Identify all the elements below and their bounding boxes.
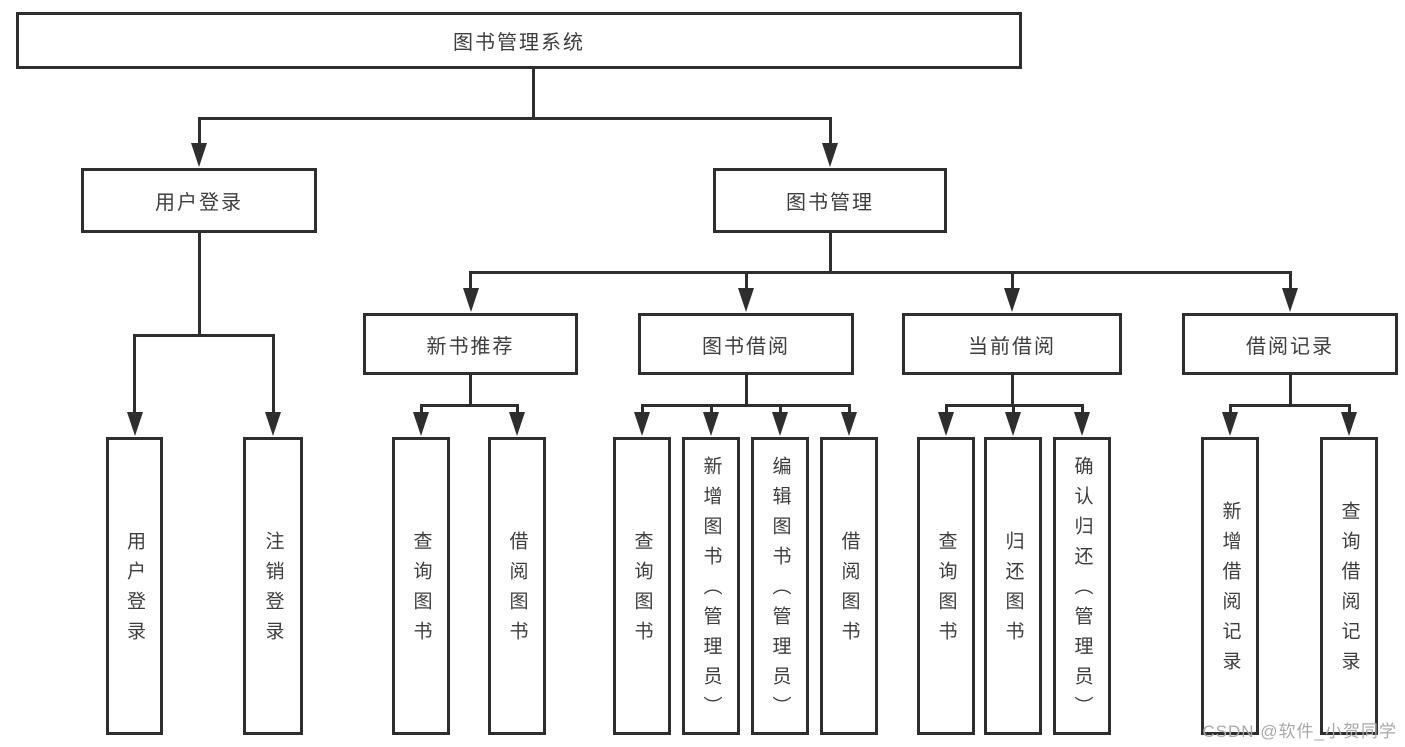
connector-line xyxy=(133,335,136,413)
leaf-query-borrow-record-label: 查询借阅记录 xyxy=(1338,501,1360,681)
connector-line xyxy=(640,405,644,414)
arrow-down-icon xyxy=(1222,412,1238,436)
leaf-add-book-admin-label: 新增图书（管理员） xyxy=(700,456,722,726)
connector-line xyxy=(469,272,472,290)
leaf-logout-label: 注销登录 xyxy=(262,531,284,651)
arrow-down-icon xyxy=(509,412,525,436)
arrow-down-icon xyxy=(772,412,788,436)
connector-line xyxy=(133,333,275,337)
arrow-down-icon xyxy=(462,288,479,312)
node-new-book-recommend-label: 新书推荐 xyxy=(426,335,515,358)
connector-line xyxy=(847,405,851,414)
arrow-down-icon xyxy=(1341,412,1357,436)
leaf-query-borrow-record: 查询借阅记录 xyxy=(1320,437,1378,735)
connector-line xyxy=(744,375,748,405)
watermark: CSDN @软件_小贺同学 xyxy=(1202,722,1397,741)
connector-line xyxy=(744,272,748,290)
arrow-down-icon xyxy=(1004,288,1020,312)
leaf-add-borrow-record: 新增借阅记录 xyxy=(1201,437,1259,735)
arrow-down-icon xyxy=(938,412,954,436)
node-book-borrow-label: 图书借阅 xyxy=(702,335,790,358)
arrow-down-icon xyxy=(126,412,143,436)
leaf-return-book-label: 归还图书 xyxy=(1002,531,1024,651)
leaf-add-book-admin: 新增图书（管理员） xyxy=(682,437,740,735)
node-current-borrow-label: 当前借阅 xyxy=(968,335,1056,358)
leaf-add-borrow-record-label: 新增借阅记录 xyxy=(1219,501,1241,681)
connector-line xyxy=(197,116,832,120)
connector-line xyxy=(1011,405,1015,414)
connector-line xyxy=(419,403,519,407)
node-root: 图书管理系统 xyxy=(16,12,1022,69)
node-user-login-label: 用户登录 xyxy=(155,192,243,214)
leaf-edit-book-admin-label: 编辑图书（管理员） xyxy=(769,456,791,726)
node-borrow-records: 借阅记录 xyxy=(1182,313,1398,375)
leaf-query-books-3-label: 查询图书 xyxy=(935,531,957,651)
arrow-down-icon xyxy=(841,412,857,436)
arrow-down-icon xyxy=(191,143,207,167)
connector-line xyxy=(828,233,832,272)
node-borrow-records-label: 借阅记录 xyxy=(1246,335,1334,358)
connector-line xyxy=(709,405,713,414)
leaf-edit-book-admin: 编辑图书（管理员） xyxy=(751,437,809,735)
leaf-query-books-1: 查询图书 xyxy=(392,437,450,735)
connector-line xyxy=(640,403,851,407)
arrow-down-icon xyxy=(738,288,754,312)
leaf-user-login: 用户登录 xyxy=(106,437,163,735)
connector-line xyxy=(1228,405,1232,414)
connector-line xyxy=(1010,272,1014,290)
node-book-borrow: 图书借阅 xyxy=(638,313,854,375)
arrow-down-icon xyxy=(703,412,719,436)
arrow-down-icon xyxy=(265,412,281,436)
connector-line xyxy=(531,69,535,118)
connector-line xyxy=(828,118,832,146)
leaf-query-books-2: 查询图书 xyxy=(613,437,671,735)
leaf-query-books-2-label: 查询图书 xyxy=(631,531,653,651)
connector-line xyxy=(1080,405,1084,414)
connector-line xyxy=(1288,272,1292,290)
connector-line xyxy=(1228,403,1351,407)
leaf-user-login-label: 用户登录 xyxy=(124,531,145,651)
connector-line xyxy=(1010,375,1014,405)
arrow-down-icon xyxy=(1005,412,1021,436)
leaf-logout: 注销登录 xyxy=(243,437,303,735)
arrow-down-icon xyxy=(634,412,650,436)
leaf-borrow-books-2-label: 借阅图书 xyxy=(838,531,860,651)
arrow-down-icon xyxy=(1282,288,1298,312)
connector-line xyxy=(944,405,948,414)
connector-line xyxy=(197,233,201,335)
connector-line xyxy=(469,375,472,405)
node-root-label: 图书管理系统 xyxy=(453,32,585,54)
leaf-return-book: 归还图书 xyxy=(984,437,1042,735)
arrow-down-icon xyxy=(413,412,429,436)
node-book-management: 图书管理 xyxy=(713,168,947,233)
node-user-login: 用户登录 xyxy=(81,168,317,233)
connector-line xyxy=(1347,405,1351,414)
connector-line xyxy=(271,335,275,413)
node-new-book-recommend: 新书推荐 xyxy=(363,313,578,375)
connector-line xyxy=(469,270,1292,274)
leaf-borrow-books-2: 借阅图书 xyxy=(820,437,878,735)
leaf-borrow-books-1-label: 借阅图书 xyxy=(506,531,528,651)
connector-line xyxy=(197,118,201,146)
leaf-confirm-return-admin: 确认归还（管理员） xyxy=(1053,437,1111,735)
arrow-down-icon xyxy=(1074,412,1090,436)
leaf-borrow-books-1: 借阅图书 xyxy=(488,437,546,735)
leaf-query-books-3: 查询图书 xyxy=(917,437,975,735)
connector-line xyxy=(778,405,782,414)
node-book-management-label: 图书管理 xyxy=(786,192,874,214)
connector-line xyxy=(419,405,423,414)
connector-line xyxy=(1288,375,1292,405)
connector-line xyxy=(515,405,519,414)
leaf-query-books-1-label: 查询图书 xyxy=(410,531,432,651)
node-current-borrow: 当前借阅 xyxy=(902,313,1122,375)
arrow-down-icon xyxy=(822,143,838,167)
leaf-confirm-return-admin-label: 确认归还（管理员） xyxy=(1071,456,1093,726)
